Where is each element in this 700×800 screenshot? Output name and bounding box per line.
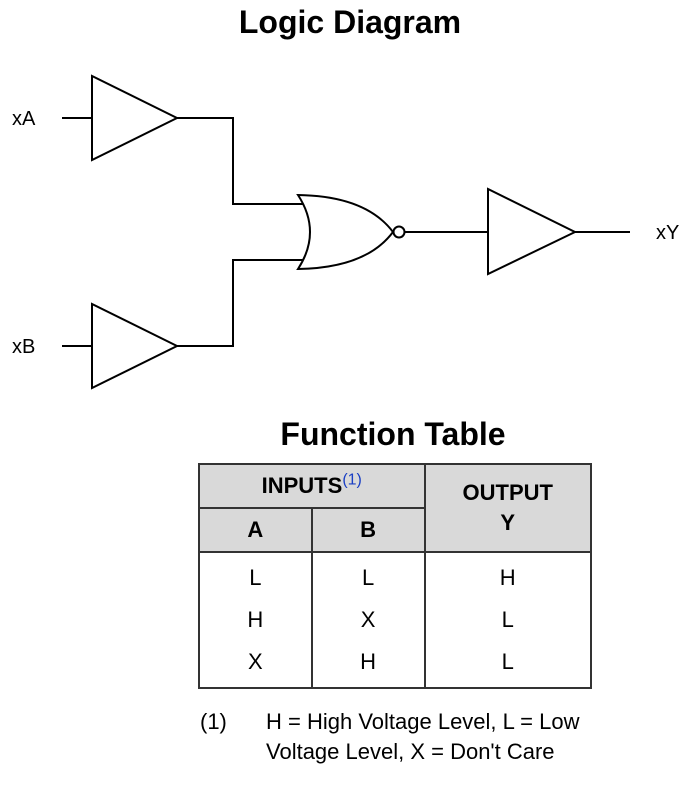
- cell-y: L: [423, 641, 592, 689]
- buffer-y-symbol: [487, 187, 578, 276]
- input-label-b: xB: [12, 336, 35, 358]
- buffer-a-symbol: [91, 74, 180, 162]
- nor-inversion-bubble: [392, 225, 406, 239]
- footnote-text: H = High Voltage Level, L = Low Voltage …: [266, 709, 580, 764]
- table-title: Function Table: [280, 416, 506, 452]
- output-header-label: OUTPUT: [462, 480, 553, 505]
- output-header-y: Y: [500, 510, 516, 535]
- cell-a: L: [198, 552, 313, 599]
- cell-b: H: [310, 641, 426, 689]
- input-label-a: xA: [12, 108, 36, 130]
- wire-buffer-b-to-nor: [177, 259, 309, 347]
- column-header-b: B: [310, 507, 426, 553]
- inputs-header: INPUTS(1): [198, 463, 426, 509]
- buffer-b-symbol: [91, 302, 180, 390]
- wire-buffer-a-to-nor: [177, 117, 309, 205]
- cell-b: L: [310, 552, 426, 599]
- output-header: OUTPUT Y: [423, 463, 592, 553]
- diagram-title: Logic Diagram: [238, 4, 462, 40]
- table-row: H X L: [198, 599, 592, 641]
- output-label-y: xY: [656, 222, 679, 244]
- cell-y: H: [423, 552, 592, 599]
- logic-diagram: xA xB xY: [12, 74, 679, 390]
- function-table: INPUTS(1) OUTPUT Y A B L L H H X L X H L: [198, 463, 592, 689]
- cell-a: H: [198, 599, 313, 641]
- footnote-ref-link[interactable]: (1): [342, 471, 362, 489]
- nor-gate-symbol: [296, 193, 395, 271]
- inputs-header-label: INPUTS: [261, 473, 343, 498]
- cell-a: X: [198, 641, 313, 689]
- footnote-marker: (1): [200, 709, 227, 734]
- cell-b: X: [310, 599, 426, 641]
- table-row: X H L: [198, 641, 592, 689]
- column-header-a: A: [198, 507, 313, 553]
- cell-y: L: [423, 599, 592, 641]
- table-row: L L H: [198, 552, 592, 599]
